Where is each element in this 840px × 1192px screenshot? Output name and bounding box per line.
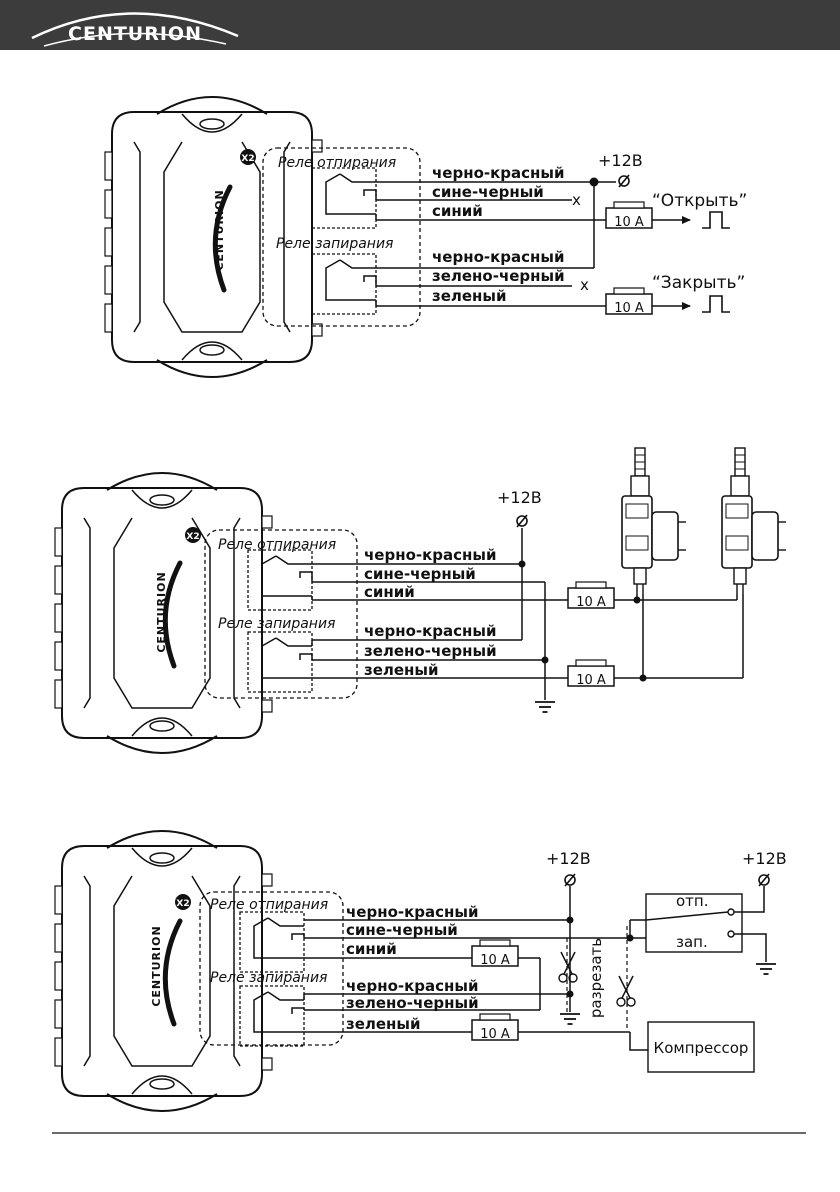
door-actuator-right	[721, 447, 787, 595]
compressor-box	[647, 1021, 755, 1073]
wire-lock-common: черно-красный	[432, 248, 564, 266]
scissors-icon	[616, 975, 636, 1007]
module-brand: CENTURION	[155, 571, 168, 652]
fuse-label-2: 10 А	[480, 1027, 510, 1042]
relay-lock-label: Реле запирания	[210, 970, 327, 986]
open-signal-label: “Открыть”	[652, 191, 747, 211]
fuse-label-1: 10 А	[576, 595, 606, 610]
header-bar	[0, 0, 840, 50]
diagram-1: X2 CENTURION Реле отпирания Реле запиран…	[105, 97, 747, 377]
diagram-2: X2 CENTURION Реле отпирания Реле запиран…	[55, 447, 787, 753]
fuse-label-1: 10 А	[480, 953, 510, 968]
wire-unlock-common: черно-красный	[364, 546, 496, 564]
switch-lock-label: зап.	[676, 933, 708, 951]
scissors-icon	[558, 951, 578, 983]
connector-label: X2	[241, 154, 254, 164]
connector-label: X2	[186, 532, 199, 542]
wire-unlock-nc: сине-черный	[364, 565, 476, 583]
diagram-3: X2 CENTURION Реле отпирания Реле запиран…	[55, 831, 787, 1111]
not-connected-2: x	[580, 276, 589, 294]
module-brand: CENTURION	[213, 189, 226, 270]
power-label-4: +12В	[742, 849, 787, 868]
wire-lock-common: черно-красный	[364, 622, 496, 640]
power-label-1: +12В	[598, 151, 643, 170]
power-label-3: +12В	[546, 849, 591, 868]
wire-unlock-nc: сине-черный	[432, 183, 544, 201]
relay-lock-label: Реле запирания	[218, 616, 335, 632]
fuse-label-1: 10 А	[614, 215, 644, 230]
wire-lock-no: зеленый	[432, 287, 507, 305]
fuse-label-2: 10 А	[576, 673, 606, 688]
power-label-2: +12В	[497, 488, 542, 507]
wire-unlock-common: черно-красный	[346, 903, 478, 921]
not-connected-1: x	[572, 191, 581, 209]
relay-unlock-label: Реле отпирания	[278, 155, 396, 171]
header-brand: CENTURION	[68, 23, 202, 45]
compressor-label: Компрессор	[654, 1039, 749, 1057]
wire-lock-no: зеленый	[364, 661, 439, 679]
relay-block	[262, 147, 421, 327]
wire-unlock-no: синий	[346, 940, 397, 958]
cut-label: разрезать	[587, 938, 605, 1018]
wire-unlock-no: синий	[432, 202, 483, 220]
relay-block	[199, 891, 344, 1046]
wire-unlock-common: черно-красный	[432, 164, 564, 182]
wire-lock-nc: зелено-черный	[364, 642, 497, 660]
close-signal-label: “Закрыть”	[652, 273, 745, 293]
door-actuator-left	[621, 447, 687, 595]
wire-lock-common: черно-красный	[346, 977, 478, 995]
module-brand: CENTURION	[150, 925, 163, 1006]
relay-unlock-label: Реле отпирания	[218, 537, 336, 553]
switch-unlock-label: отп.	[676, 892, 709, 910]
relay-unlock-label: Реле отпирания	[210, 897, 328, 913]
wire-lock-nc: зелено-черный	[346, 994, 479, 1012]
header-logo: CENTURION	[31, 12, 239, 47]
fuse-label-2: 10 А	[614, 301, 644, 316]
wire-unlock-no: синий	[364, 583, 415, 601]
door-switch	[645, 893, 743, 953]
relay-lock-label: Реле запирания	[276, 236, 393, 252]
wire-unlock-nc: сине-черный	[346, 921, 458, 939]
wire-lock-nc: зелено-черный	[432, 267, 565, 285]
connector-label: X2	[176, 899, 189, 909]
wire-lock-no: зеленый	[346, 1015, 421, 1033]
